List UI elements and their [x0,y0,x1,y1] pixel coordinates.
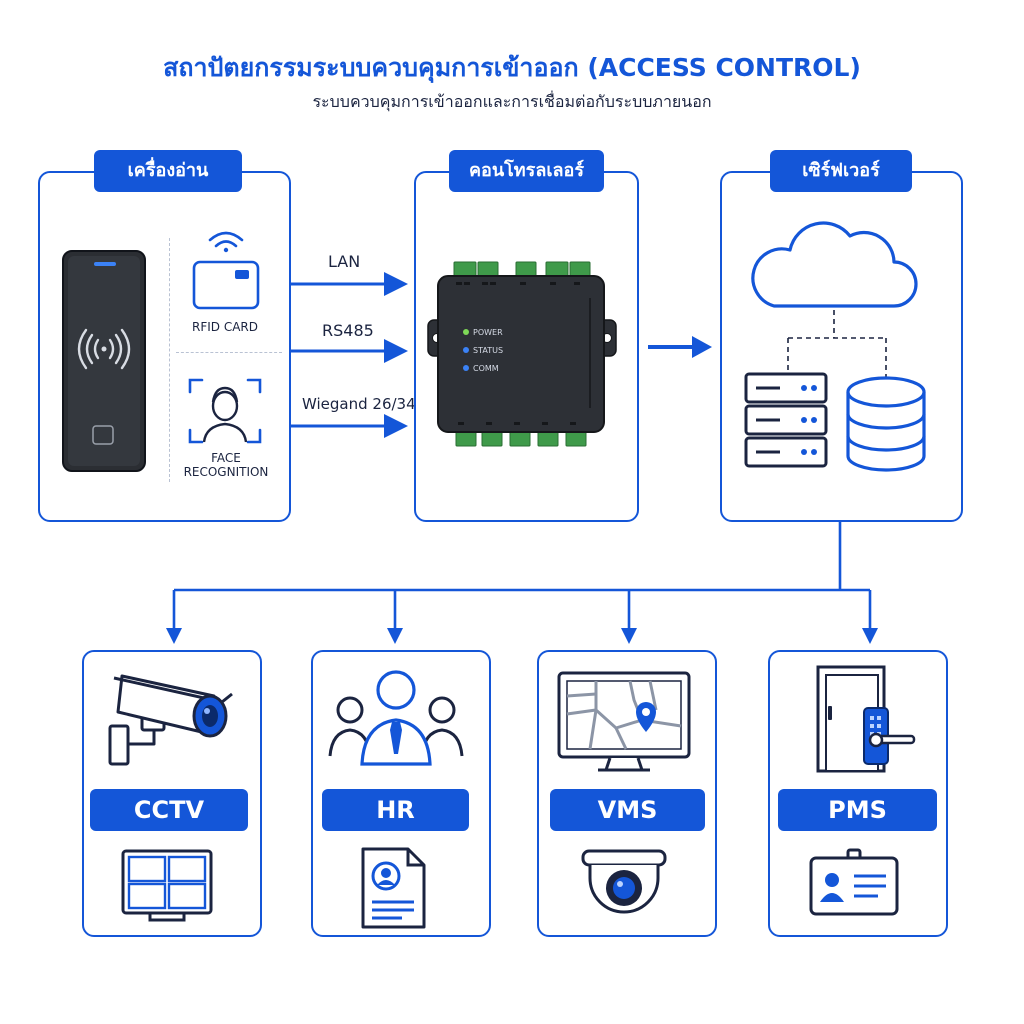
face-recognition-label: FACE RECOGNITION [183,451,269,479]
comm-led [463,365,469,371]
database-icon [846,376,926,472]
smart-door-lock-icon [816,665,916,773]
rfid-card-icon [192,231,260,310]
people-icon [328,670,464,766]
distribution-lines [166,522,878,644]
dome-camera-icon [581,849,667,914]
map-monitor-icon [557,671,691,772]
status-led [463,347,469,353]
face-recognition-icon [188,378,262,444]
cctv-label: CCTV [90,789,248,831]
reader-divider-horizontal [176,352,282,353]
power-led [463,329,469,335]
lan-label: LAN [328,252,361,271]
status-led-label: STATUS [473,346,504,355]
page-subtitle: ระบบควบคุมการเข้าออกและการเชื่อมต่อกับระ… [312,92,712,111]
id-badge-icon [809,848,899,916]
wiegand-label: Wiegand 26/34 [302,395,416,413]
power-led-label: POWER [473,328,503,337]
card-reader-device [62,250,146,472]
rs485-label: RS485 [322,321,374,340]
cctv-camera-icon [108,674,233,766]
server-rack-icon [744,372,828,468]
reader-divider-vertical [169,238,170,482]
server-icons [744,221,926,472]
reader-heading: เครื่องอ่าน [94,150,242,192]
page-title: สถาปัตยกรรมระบบควบคุมการเข้าออก (ACCESS … [163,53,861,82]
cloud-icon [751,221,918,308]
controller-heading: คอนโทรลเลอร์ [449,150,604,192]
pms-label: PMS [778,789,937,831]
vms-label: VMS [550,789,705,831]
resume-document-icon [361,847,426,929]
monitor-grid-icon [121,849,213,922]
controller-device [427,261,617,447]
server-heading: เซิร์ฟเวอร์ [770,150,912,192]
controller-to-server-arrow [648,336,712,358]
hr-label: HR [322,789,469,831]
connection-arrows [290,272,408,438]
comm-led-label: COMM [473,364,499,373]
rfid-card-label: RFID CARD [192,320,258,334]
